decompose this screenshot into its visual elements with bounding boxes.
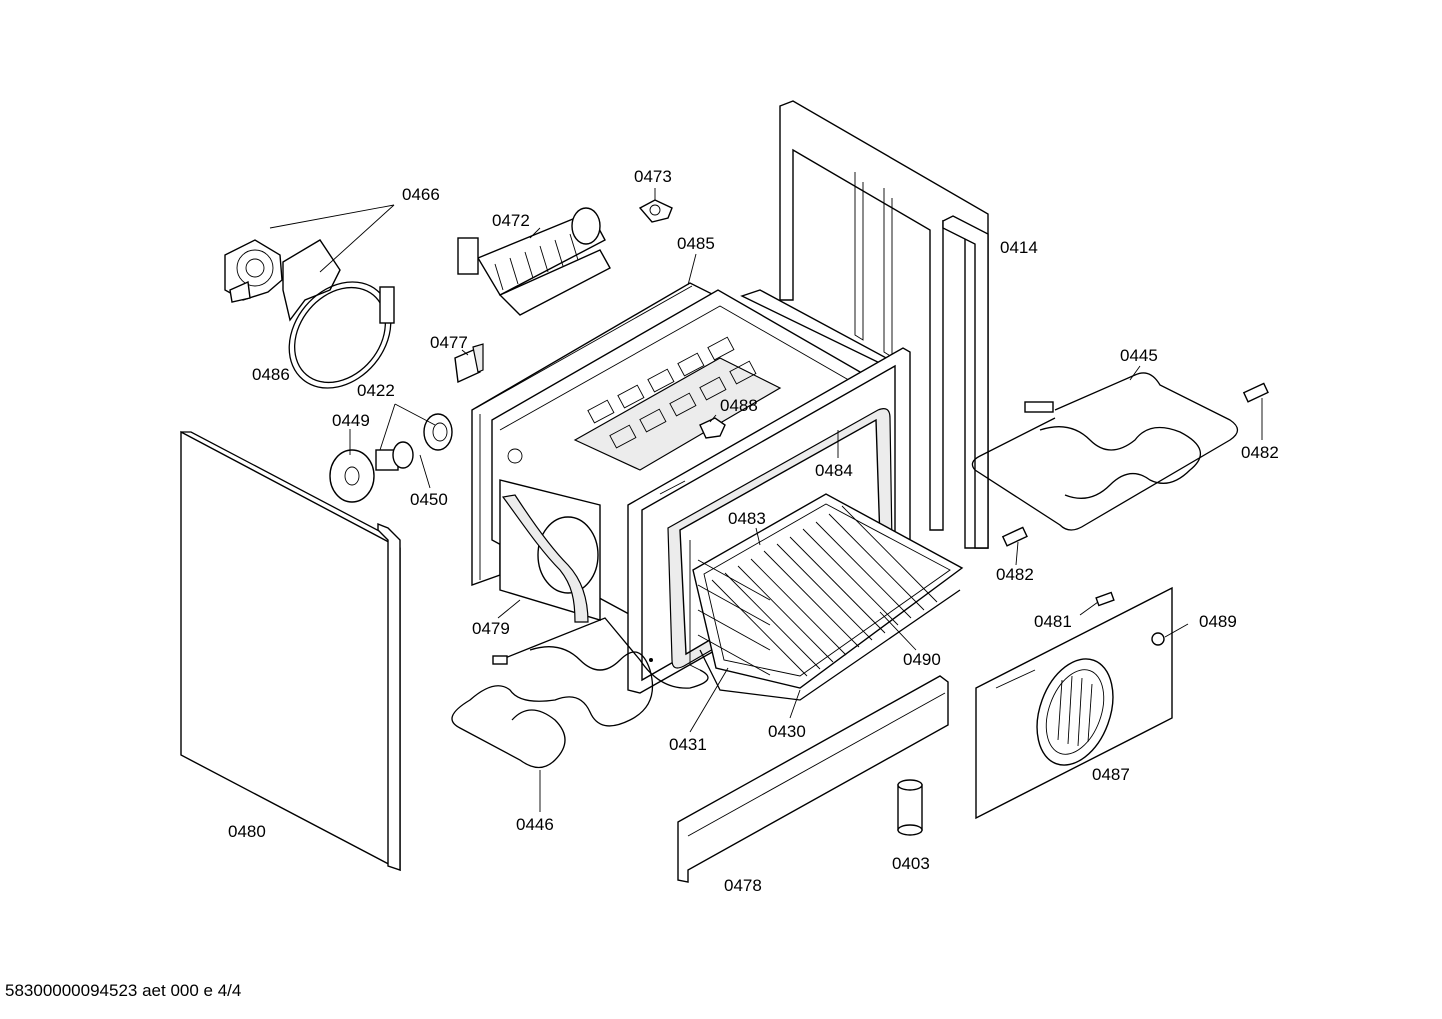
label-0488: 0488 [720, 396, 758, 415]
part-0478-front-rail [677, 675, 949, 883]
label-0430: 0430 [768, 722, 806, 741]
part-0430-oven-rack [692, 493, 964, 701]
label-0446: 0446 [516, 815, 554, 834]
part-0480-side-panel [180, 430, 401, 872]
label-0473: 0473 [634, 167, 672, 186]
label-0403: 0403 [892, 854, 930, 873]
label-0431: 0431 [669, 735, 707, 754]
label-0478: 0478 [724, 876, 762, 895]
part-0486-fan-ring-element [282, 239, 395, 389]
document-code-footer: 58300000094523 aet 000 e 4/4 [5, 981, 242, 1000]
label-0445: 0445 [1120, 346, 1158, 365]
label-0450: 0450 [410, 490, 448, 509]
label-0414: 0414 [1000, 238, 1038, 257]
label-0489: 0489 [1199, 612, 1237, 631]
part-0403-foot [897, 779, 923, 836]
label-0487: 0487 [1092, 765, 1130, 784]
part-0466-fan-motor [224, 239, 283, 303]
label-0477: 0477 [430, 333, 468, 352]
label-0482-lower: 0482 [996, 565, 1034, 584]
label-0422: 0422 [357, 381, 395, 400]
leader-lines [269, 188, 1263, 812]
label-0480: 0480 [228, 822, 266, 841]
part-0477-clip [454, 343, 484, 384]
label-0481: 0481 [1034, 612, 1072, 631]
label-0484: 0484 [815, 461, 853, 480]
part-0446-bottom-element [451, 617, 709, 769]
part-0431-side-grid [689, 540, 771, 676]
part-0479-insulation [501, 494, 589, 623]
label-0482-upper: 0482 [1241, 443, 1279, 462]
part-0472-tangential-fan [457, 207, 611, 316]
part-0414-rear-panel [779, 100, 989, 549]
part-0445-grill-element [971, 372, 1269, 547]
part-labels: 0466 0486 0472 0473 0485 0414 0477 0422 … [228, 167, 1279, 895]
label-0490: 0490 [903, 650, 941, 669]
label-0483: 0483 [728, 509, 766, 528]
label-0449: 0449 [332, 411, 370, 430]
part-0473-thermostat [638, 199, 673, 223]
label-0472: 0472 [492, 211, 530, 230]
label-0485: 0485 [677, 234, 715, 253]
label-0486: 0486 [252, 365, 290, 384]
label-0466: 0466 [402, 185, 440, 204]
part-0487-rear-cover [975, 586, 1173, 820]
label-0479: 0479 [472, 619, 510, 638]
